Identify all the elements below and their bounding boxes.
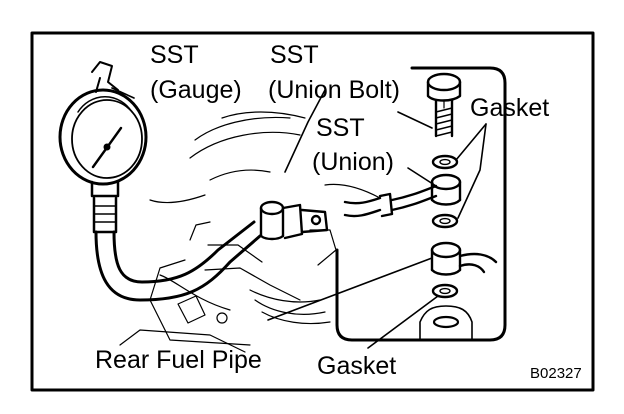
gauge-hose (94, 220, 262, 302)
sst-union-body (430, 173, 462, 206)
label-sst-bolt-1: SST (270, 41, 319, 69)
callout-bracket (335, 66, 507, 342)
union-bolt (426, 72, 462, 138)
label-sst-union-1: SST (316, 114, 365, 142)
figure-code: B02327 (530, 365, 582, 382)
leader-lines (111, 87, 487, 349)
label-gasket-top: Gasket (470, 94, 550, 122)
label-sst-bolt-2: (Union Bolt) (268, 76, 400, 104)
label-sst-union-2: (Union) (312, 148, 394, 176)
label-sst-gauge-2: (Gauge) (150, 76, 242, 104)
pressure-gauge (58, 61, 148, 234)
label-sst-gauge-1: SST (150, 41, 199, 69)
outer-frame (30, 31, 595, 392)
rear-fuel-pipe-union (430, 241, 498, 276)
label-rear-fuel-pipe: Rear Fuel Pipe (95, 346, 262, 374)
label-gasket-bottom: Gasket (317, 352, 397, 380)
hose-fitting (259, 200, 329, 241)
gasket-rings (431, 154, 459, 299)
union-connector-hose (343, 184, 438, 218)
bottom-port (419, 305, 473, 341)
